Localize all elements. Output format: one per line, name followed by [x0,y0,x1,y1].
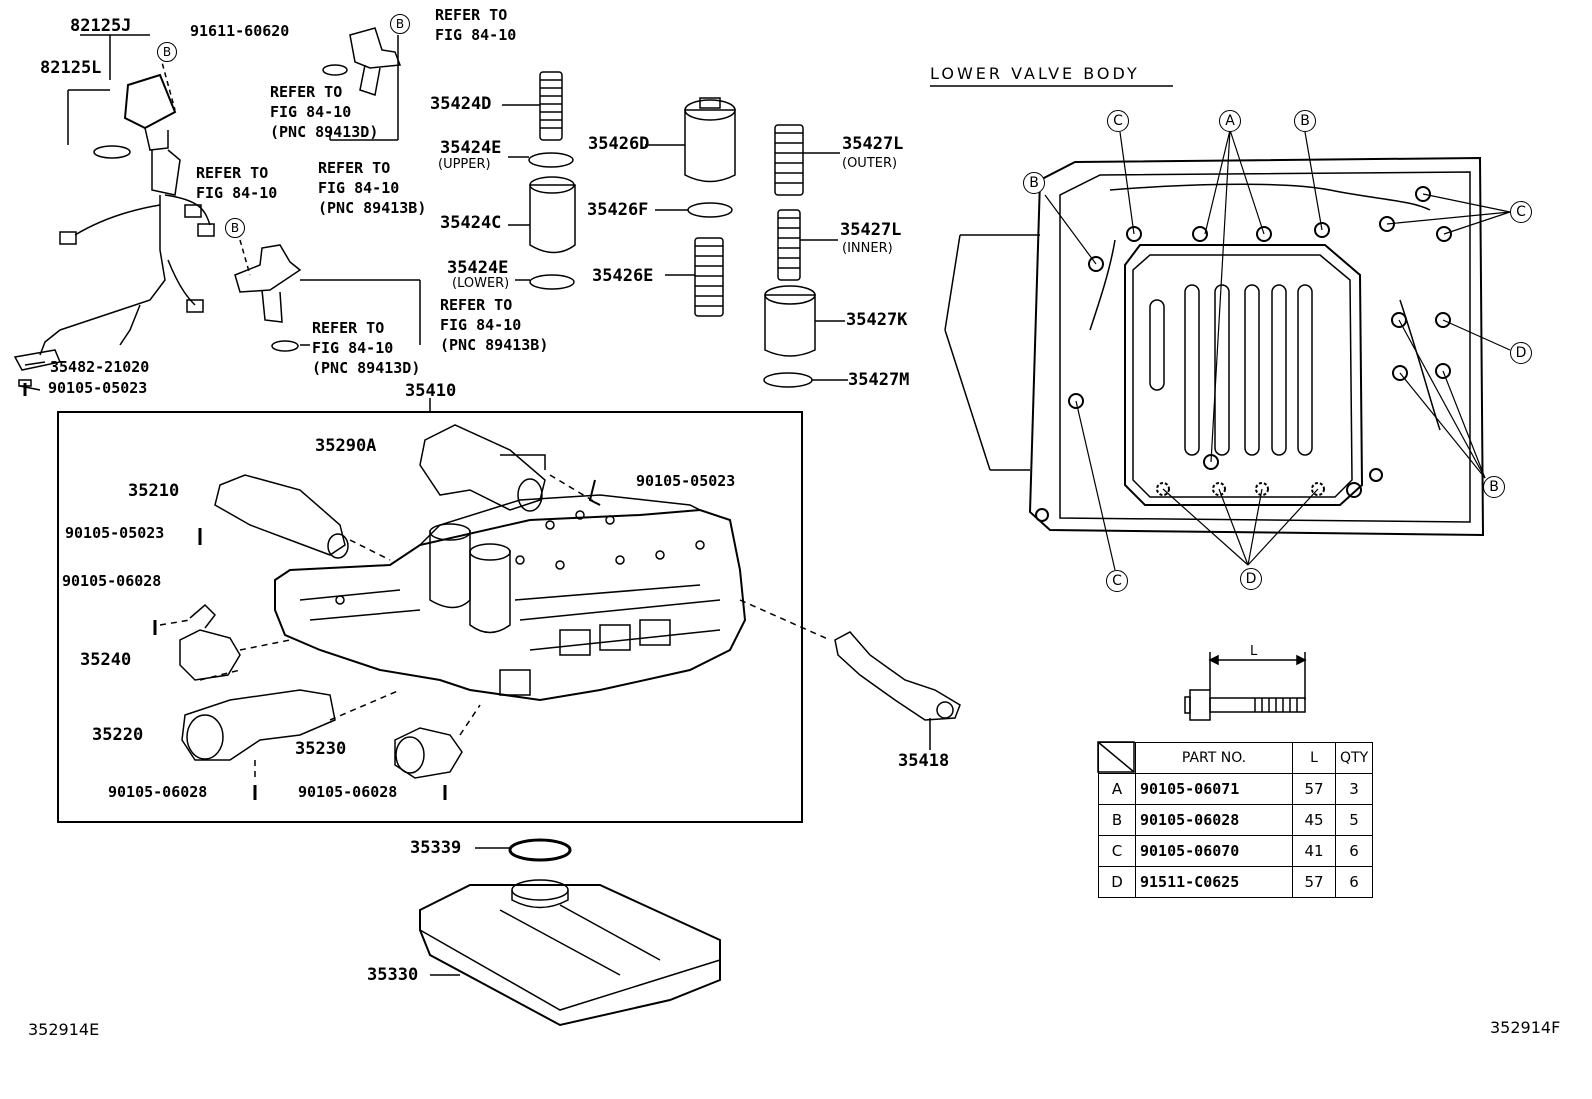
part-90105-05023-a[interactable]: 90105-05023 [48,379,148,397]
part-90105-06028-a[interactable]: 90105-06028 [62,572,162,590]
part-35427l-inner[interactable]: 35427L [840,220,902,240]
row-part[interactable]: 90105-06071 [1135,773,1293,805]
callout-c-bottom: C [1106,570,1128,592]
bolt-holes [1035,186,1452,522]
figure-code-left: 352914E [28,1020,100,1039]
col-qty: QTY [1334,742,1374,774]
row-key: A [1098,773,1136,805]
refer-fig-2[interactable]: REFER TO FIG 84-10 [435,6,517,44]
part-35424d[interactable]: 35424D [430,94,492,114]
table-row[interactable]: B 90105-06028 45 5 [1098,804,1374,836]
refer-fig-6[interactable]: REFER TO FIG 84-10 (PNC 89413D) [312,319,421,377]
part-82125j[interactable]: 82125J [70,16,132,36]
bolt-table: PART NO. L QTY A 90105-06071 57 3 B 9010… [1098,742,1374,898]
bolt-table-header: PART NO. L QTY [1098,742,1374,774]
row-key: B [1098,804,1136,836]
col-l: L [1292,742,1336,774]
part-35427l-outer[interactable]: 35427L [842,134,904,154]
callout-b-top: B [1294,110,1316,132]
callout-d-bottom: D [1240,568,1262,590]
part-91611-60620[interactable]: 91611-60620 [190,22,290,40]
spring-stack [502,71,848,388]
part-35330[interactable]: 35330 [367,965,419,985]
part-35426e[interactable]: 35426E [592,266,654,286]
row-part[interactable]: 90105-06070 [1135,835,1293,867]
refer-fig-1[interactable]: REFER TO FIG 84-10 [196,164,278,202]
part-35426f[interactable]: 35426F [587,200,649,220]
dashed-guides [159,474,831,782]
row-key: D [1098,866,1136,898]
label-upper: (UPPER) [438,157,491,172]
row-part[interactable]: 90105-06028 [1135,804,1293,836]
speed-sensor-mid [234,239,421,352]
refer-fig-5[interactable]: REFER TO FIG 84-10 (PNC 89413B) [440,296,549,354]
part-35427m[interactable]: 35427M [848,370,910,390]
part-90105-05023-c[interactable]: 90105-05023 [65,524,165,542]
callout-b-1: B [157,42,177,62]
row-l: 41 [1292,835,1336,867]
row-qty: 5 [1334,804,1374,836]
bolt-dimension [1184,652,1307,721]
part-35426d[interactable]: 35426D [588,134,650,154]
row-qty: 6 [1334,835,1374,867]
row-l: 57 [1292,866,1336,898]
part-35418[interactable]: 35418 [898,751,950,771]
callout-b-left: B [1023,172,1045,194]
table-row[interactable]: A 90105-06071 57 3 [1098,773,1374,805]
part-90105-06028-c[interactable]: 90105-06028 [298,783,398,801]
part-35482-21020[interactable]: 35482-21020 [50,358,150,376]
connector-35418 [834,631,961,750]
part-35230[interactable]: 35230 [295,739,347,759]
part-90105-06028-b[interactable]: 90105-06028 [108,783,208,801]
part-82125l[interactable]: 82125L [40,58,102,78]
part-90105-05023-b[interactable]: 90105-05023 [636,472,736,490]
refer-fig-4[interactable]: REFER TO FIG 84-10 (PNC 89413B) [318,159,427,217]
part-35290a[interactable]: 35290A [315,436,377,456]
speed-sensor-top [322,27,402,141]
callout-leaders [1044,129,1511,571]
row-part[interactable]: 91511-C0625 [1135,866,1293,898]
row-qty: 3 [1334,773,1374,805]
table-row[interactable]: D 91511-C0625 57 6 [1098,866,1374,898]
label-lower: (LOWER) [452,276,510,291]
callout-a-top: A [1219,110,1241,132]
callout-c-top: C [1107,110,1129,132]
valve-body [274,494,747,702]
part-35427k[interactable]: 35427K [846,310,908,330]
figure-code-right: 352914F [1490,1018,1561,1037]
lower-valve-body [944,156,1485,537]
part-35339[interactable]: 35339 [410,838,462,858]
col-part-no: PART NO. [1135,742,1293,774]
row-l: 45 [1292,804,1336,836]
section-title: LOWER VALVE BODY [930,64,1140,83]
col-key [1098,742,1136,774]
callout-b-3: B [390,14,410,34]
row-l: 57 [1292,773,1336,805]
oil-strainer [419,838,721,1027]
row-key: C [1098,835,1136,867]
part-35424e-upper[interactable]: 35424E [440,138,502,158]
part-35210[interactable]: 35210 [128,481,180,501]
wire-harness [13,34,215,396]
label-inner: (INNER) [842,241,893,256]
label-outer: (OUTER) [842,156,898,171]
part-35424e-lower[interactable]: 35424E [447,258,509,278]
solenoids [153,424,601,800]
part-35240[interactable]: 35240 [80,650,132,670]
table-row[interactable]: C 90105-06070 41 6 [1098,835,1374,867]
part-35410[interactable]: 35410 [405,381,457,401]
part-35424c[interactable]: 35424C [440,213,502,233]
callout-c-right: C [1510,201,1532,223]
callout-d-right: D [1510,342,1532,364]
row-qty: 6 [1334,866,1374,898]
refer-fig-3[interactable]: REFER TO FIG 84-10 (PNC 89413D) [270,83,379,141]
callout-b-right: B [1483,476,1505,498]
bolt-length-label: L [1250,644,1258,659]
callout-b-2: B [225,218,245,238]
part-35220[interactable]: 35220 [92,725,144,745]
